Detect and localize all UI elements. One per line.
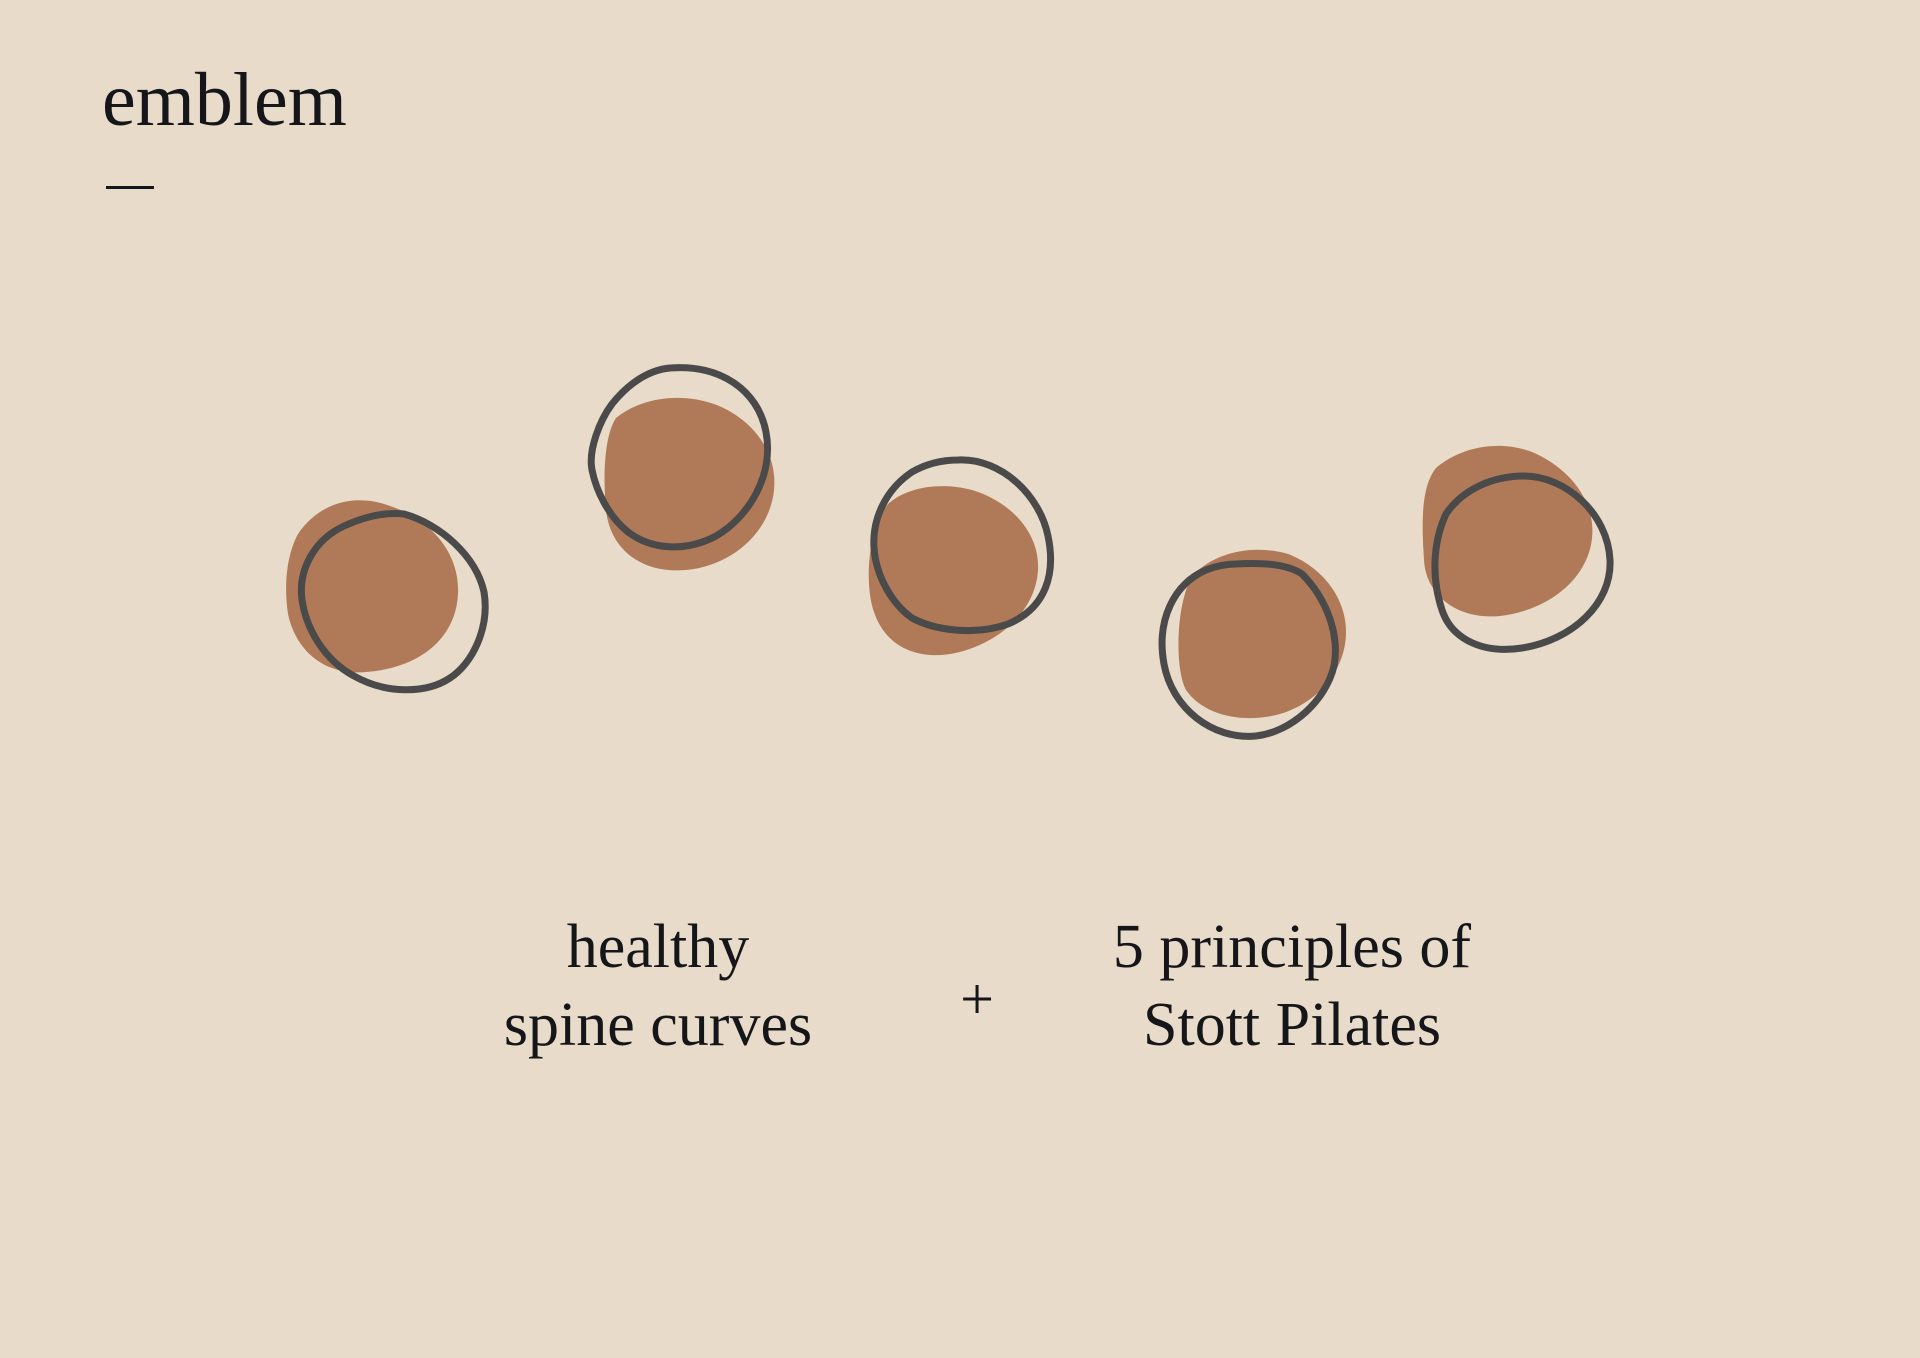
filled-circle-icon	[286, 500, 459, 673]
caption-line: Stott Pilates	[1143, 991, 1441, 1059]
emblem-circle-3	[868, 456, 1055, 656]
page-title: emblem	[102, 58, 347, 142]
caption-line: 5 principles of	[1112, 913, 1472, 981]
outline-circle-icon	[587, 364, 771, 551]
filled-circle-icon	[1178, 549, 1346, 719]
plus-sign: +	[960, 966, 994, 1032]
outline-circle-icon	[870, 456, 1055, 635]
outline-circle-icon	[297, 510, 489, 694]
filled-circle-icon	[868, 486, 1039, 656]
caption-stott-pilates-principles: 5 principles of Stott Pilates	[1052, 908, 1532, 1064]
emblem-circle-4	[1158, 549, 1346, 740]
outline-circle-icon	[1158, 560, 1339, 740]
caption-line: spine curves	[503, 991, 813, 1059]
caption-line: healthy	[566, 913, 750, 981]
title-divider	[106, 186, 154, 189]
outline-circle-icon	[1431, 472, 1614, 653]
emblem-circle-5	[1422, 445, 1614, 653]
filled-circle-icon	[1422, 445, 1593, 617]
emblem-circle-1	[286, 500, 489, 694]
emblem-circle-2	[587, 364, 775, 571]
caption-healthy-spine-curves: healthy spine curves	[458, 908, 858, 1064]
